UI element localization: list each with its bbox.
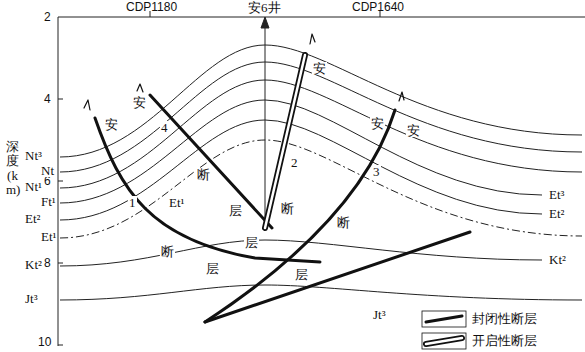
legend-text: 封闭性断层 <box>472 312 537 325</box>
legend-swatch <box>426 338 462 344</box>
tick <box>58 99 63 100</box>
horizon-label: Et¹ <box>40 230 57 243</box>
fault-label: 断 <box>336 216 351 229</box>
slip-arrow <box>137 84 143 92</box>
horizon-label: Nt <box>40 164 55 177</box>
legend-swatch <box>426 316 462 322</box>
tick <box>58 345 63 346</box>
top-axis <box>58 17 585 18</box>
horizon-label: Et² <box>548 207 565 220</box>
horizon-label: Jt³ <box>372 308 387 321</box>
fault-label: 断 <box>280 202 295 215</box>
slip-arrow <box>399 92 404 101</box>
fault-label: 层 <box>244 236 259 249</box>
legend-frame <box>422 333 466 349</box>
fault-label: 安 <box>104 118 119 131</box>
axis-title: 深度(km) <box>6 140 19 197</box>
sealed-fault <box>150 95 272 228</box>
cdp-label: CDP1180 <box>126 1 177 13</box>
slip-arrow <box>310 34 315 44</box>
fault-label: 断 <box>196 168 211 181</box>
legend-swatch <box>426 338 462 344</box>
horizon <box>60 100 542 203</box>
tick <box>58 263 63 264</box>
horizon-label: Kt² <box>24 258 43 271</box>
callout-number: 3 <box>372 165 381 178</box>
horizon-label: Kt² <box>548 253 567 266</box>
horizon-label: Et² <box>24 212 41 225</box>
horizon-label: Nt³ <box>24 149 43 162</box>
depth-tick: 2 <box>44 11 51 23</box>
well-arrow <box>261 17 269 28</box>
horizon <box>60 120 542 220</box>
depth-tick: 10 <box>38 336 51 348</box>
fault-label: 层 <box>294 268 309 281</box>
fault-label: 安 <box>132 96 147 109</box>
legend-text: 开启性断层 <box>472 334 537 347</box>
fault-label: 断 <box>160 245 175 258</box>
fault-label: 安 <box>370 117 385 130</box>
open-fault <box>265 55 305 228</box>
fault-label: 层 <box>228 204 243 217</box>
open-fault <box>265 55 305 228</box>
callout-number: 4 <box>160 121 169 134</box>
callout-number: 2 <box>290 156 299 169</box>
depth-tick: 8 <box>44 257 51 269</box>
horizon <box>60 45 582 157</box>
callout-number: 1 <box>128 196 137 209</box>
sealed-fault <box>205 232 470 322</box>
horizon-label: Et³ <box>548 188 565 201</box>
fault-label: 安 <box>406 124 421 137</box>
well-name: 安6井 <box>248 1 281 14</box>
slip-arrow <box>84 100 90 110</box>
tick <box>58 181 63 182</box>
fault-label: 安 <box>312 62 327 75</box>
legend-frame <box>422 311 466 327</box>
well-line <box>265 24 266 230</box>
horizon <box>60 140 582 238</box>
cdp-label: CDP1640 <box>352 1 404 13</box>
depth-tick: 4 <box>44 93 51 105</box>
horizon-label: Ft¹ <box>40 195 57 208</box>
horizon-label: Nt¹ <box>24 180 43 193</box>
horizon-label: Jt³ <box>24 292 39 305</box>
fault-label: 层 <box>205 262 220 275</box>
horizon <box>60 285 582 300</box>
horizon <box>60 80 582 188</box>
horizon-label: Et¹ <box>168 196 185 209</box>
